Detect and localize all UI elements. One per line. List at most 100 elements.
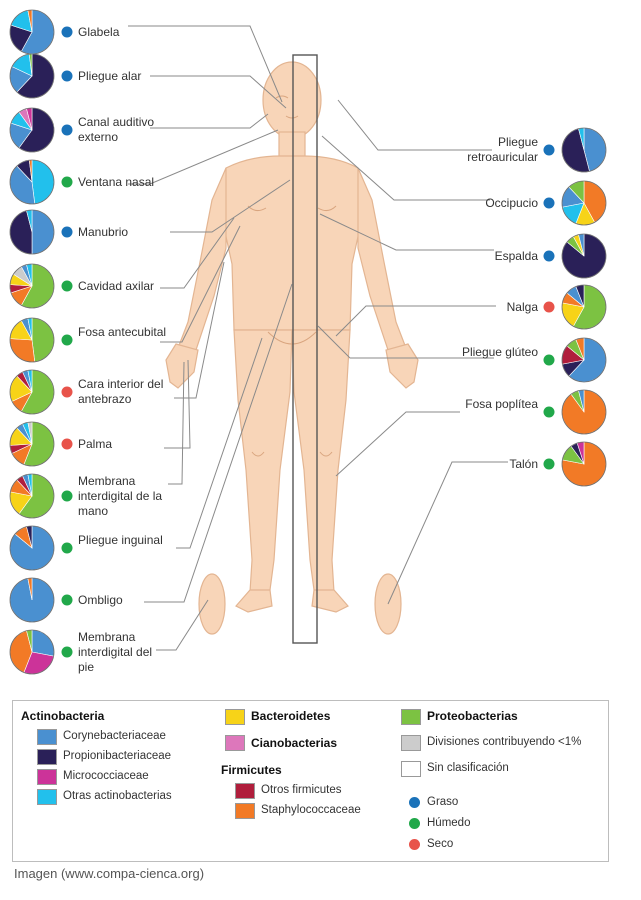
- seco-label: Seco: [427, 838, 454, 850]
- site-pliegue-alar-type-dot-icon: [61, 70, 73, 82]
- sin-clasificacion-label: Sin clasificación: [427, 762, 509, 774]
- site-cara-interior-del-antebrazo-type-dot-icon: [61, 386, 73, 398]
- site-talon-leader-line: [387, 461, 508, 605]
- site-membrana-interdigital-del-pie-leader-line: [156, 599, 209, 651]
- site-ventana-nasal-pie-outline: [9, 159, 55, 205]
- actinobacteria-heading: Actinobacteria: [21, 709, 105, 723]
- bacteroidetes-swatch: [225, 709, 245, 725]
- site-palma-label: Palma: [78, 436, 113, 451]
- site-fosa-poplitea-pie: [561, 389, 607, 435]
- otras-actinobacterias-swatch: [37, 789, 57, 805]
- site-cara-interior-del-antebrazo-pie-outline: [9, 369, 55, 415]
- site-ventana-nasal-type-dot-icon: [61, 176, 73, 188]
- site-pliegue-gluteo-label: Pliegue glúteo: [461, 345, 538, 359]
- site-membrana-interdigital-de-la-mano-pie: [9, 473, 55, 519]
- site-membrana-interdigital-del-pie-type-dot-icon: [61, 646, 73, 658]
- site-pliegue-alar-pie-outline: [9, 53, 55, 99]
- cianobacterias-label: Cianobacterias: [251, 736, 338, 750]
- site-pliegue-inguinal-pie: [9, 525, 55, 571]
- site-manubrio-label: Manubrio: [78, 224, 129, 239]
- human-body: [165, 61, 419, 635]
- site-ventana-nasal-slice-otras-actinobacterias: [31, 159, 55, 205]
- site-espalda-pie-outline: [561, 233, 607, 279]
- site-fosa-poplitea-pie-outline: [561, 389, 607, 435]
- site-cavidad-axilar-type-dot-icon: [61, 280, 73, 292]
- site-glabela-label: Glabela: [78, 24, 120, 39]
- site-manubrio-pie-outline: [9, 209, 55, 255]
- site-membrana-interdigital-del-pie-slice-corynebacteriaceae: [31, 629, 55, 657]
- site-fosa-antecubital-slice-staphylococcaceae: [9, 338, 36, 363]
- site-membrana-interdigital-del-pie-label: Membrana interdigital del pie: [78, 629, 153, 674]
- site-palma-type-dot-icon: [61, 438, 73, 450]
- site-pliegue-inguinal-leader-line: [176, 337, 263, 549]
- otros-firmicutes-swatch: [235, 783, 255, 799]
- site-canal-auditivo-externo-label: Canal auditivo externo: [78, 115, 155, 144]
- site-occipucio-label: Occipucio: [485, 195, 538, 210]
- otras-actinobacterias-label: Otras actinobacterias: [63, 790, 172, 802]
- staphylococcaceae-label: Staphylococcaceae: [261, 804, 361, 816]
- site-membrana-interdigital-de-la-mano-label: Membrana interdigital de la mano: [78, 473, 163, 518]
- site-ventana-nasal-leader-line: [128, 129, 279, 185]
- site-fosa-antecubital-pie: [9, 317, 55, 363]
- site-pliegue-gluteo-leader-line: [317, 325, 494, 359]
- site-occipucio-type-dot-icon: [543, 197, 555, 209]
- site-canal-auditivo-externo-leader-line: [150, 113, 269, 129]
- site-talon-type-dot-icon: [543, 458, 555, 470]
- site-pliegue-retroauricular-pie: [561, 127, 607, 173]
- site-canal-auditivo-externo-pie-outline: [9, 107, 55, 153]
- legend: Actinobacteria Corynebacteriaceae Propio…: [12, 700, 609, 862]
- site-ventana-nasal-pie: [9, 159, 55, 205]
- site-espalda-label: Espalda: [494, 248, 538, 263]
- body-figure: [9, 9, 607, 675]
- site-nalga-type-dot-icon: [543, 301, 555, 313]
- sin-clasificacion-swatch: [401, 761, 421, 777]
- micrococcaceae-label: Micrococciaceae: [63, 770, 149, 782]
- site-pliegue-retroauricular-leader-line: [337, 99, 492, 151]
- site-pliegue-alar-leader-line: [150, 75, 287, 109]
- site-membrana-interdigital-del-pie-pie: [9, 629, 55, 675]
- site-fosa-poplitea-type-dot-icon: [543, 406, 555, 418]
- site-ombligo-type-dot-icon: [61, 594, 73, 606]
- proteobacterias-swatch: [401, 709, 421, 725]
- leader-lines: [128, 25, 508, 651]
- propionibacteriaceae-swatch: [37, 749, 57, 765]
- site-pliegue-gluteo-pie: [561, 337, 607, 383]
- site-occipucio-pie-outline: [561, 180, 607, 226]
- graso-dot-icon: [409, 797, 420, 808]
- site-ombligo-pie-outline: [9, 577, 55, 623]
- site-occipucio-pie: [561, 180, 607, 226]
- image-credit: Imagen (www.compa-cienca.org): [14, 866, 205, 881]
- site-pliegue-retroauricular-pie-outline: [561, 127, 607, 173]
- site-pliegue-retroauricular-label: Pliegue retroauricular: [467, 135, 538, 164]
- divisiones-swatch: [401, 735, 421, 751]
- site-fosa-poplitea-label: Fosa poplítea: [465, 397, 538, 411]
- site-manubrio-leader-line: [170, 179, 291, 233]
- site-cavidad-axilar-leader-line: [160, 217, 235, 289]
- site-cavidad-axilar-pie-outline: [9, 263, 55, 309]
- site-nalga-pie: [561, 284, 607, 330]
- site-nalga-pie-outline: [561, 284, 607, 330]
- site-fosa-antecubital-label: Fosa antecubital: [78, 325, 167, 339]
- site-talon-pie: [561, 441, 607, 487]
- midline-divider: [292, 54, 318, 644]
- site-fosa-antecubital-pie-outline: [9, 317, 55, 363]
- site-glabela-leader-line: [128, 25, 283, 103]
- site-pliegue-gluteo-type-dot-icon: [543, 354, 555, 366]
- site-ventana-nasal-label: Ventana nasal: [78, 174, 155, 189]
- site-fosa-antecubital-slice-proteobacterias: [31, 317, 55, 363]
- bacteroidetes-label: Bacteroidetes: [251, 709, 331, 723]
- site-talon-pie-outline: [561, 441, 607, 487]
- propionibacteriaceae-label: Propionibacteriaceae: [63, 750, 172, 762]
- site-ombligo-label: Ombligo: [78, 592, 123, 607]
- site-pliegue-inguinal-pie-outline: [9, 525, 55, 571]
- site-glabela-type-dot-icon: [61, 26, 73, 38]
- site-pliegue-inguinal-label: Pliegue inguinal: [78, 533, 163, 547]
- site-cavidad-axilar-pie: [9, 263, 55, 309]
- site-nalga-label: Nalga: [506, 299, 538, 314]
- site-manubrio-type-dot-icon: [61, 226, 73, 238]
- otros-firmicutes-label: Otros firmicutes: [261, 784, 342, 796]
- site-glabela-pie: [9, 9, 55, 55]
- site-ombligo-leader-line: [144, 283, 293, 603]
- site-talon-label: Talón: [509, 456, 538, 471]
